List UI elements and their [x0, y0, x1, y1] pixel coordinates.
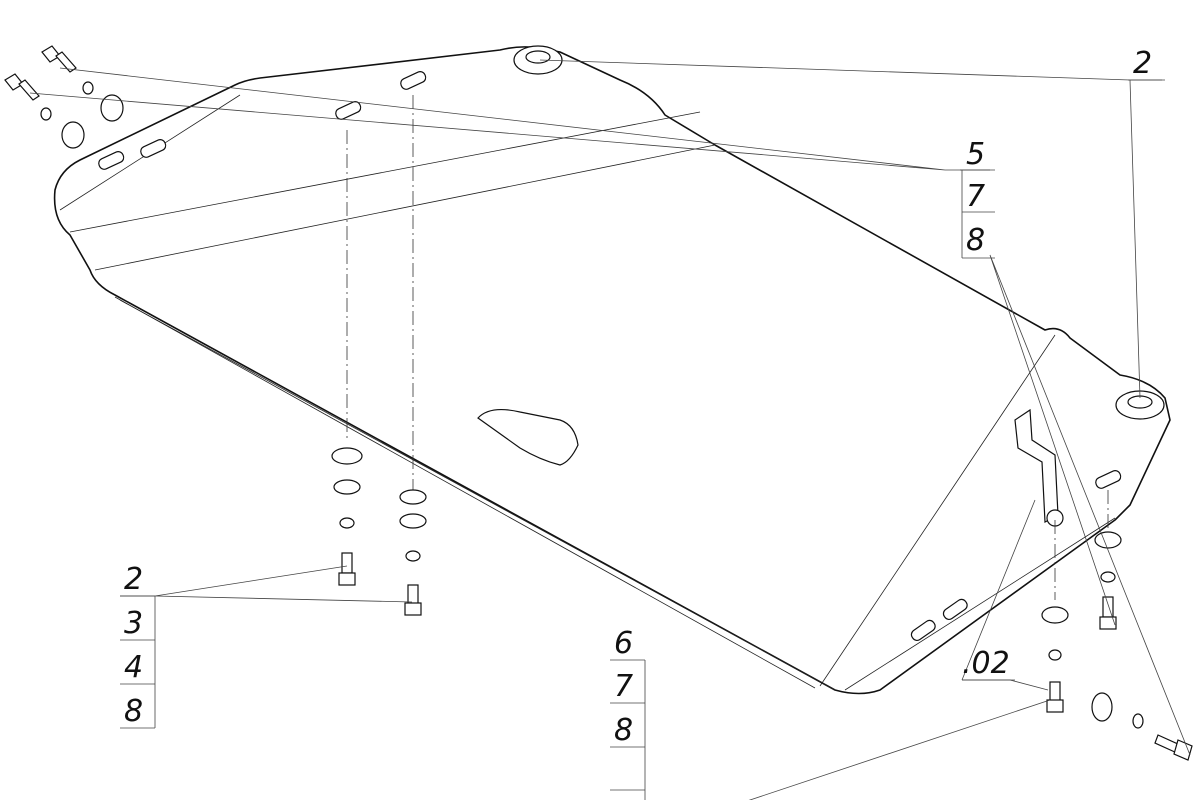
skid-plate — [53, 46, 1171, 695]
callout-top-right: 2 — [1128, 46, 1165, 81]
hex-bolt — [341, 552, 353, 574]
callout-number: 8 — [614, 713, 633, 748]
bend-line-bottom — [114, 296, 1116, 691]
slot-hole — [400, 71, 427, 90]
hex-bolt — [1046, 699, 1064, 713]
slot-hole — [98, 151, 125, 170]
callout-left-bottom: 2 3 4 8 — [120, 562, 156, 729]
flat-washer — [333, 479, 361, 495]
callout-center-bottom: 6 7 8 — [610, 626, 646, 800]
spring-washer — [40, 107, 52, 121]
leader-line — [748, 699, 1051, 800]
flat-washer — [399, 513, 427, 529]
access-opening — [477, 408, 579, 466]
slot-hole — [1095, 470, 1122, 489]
callout-middle-right: 5 7 8 — [945, 137, 995, 259]
slot-hole — [140, 139, 167, 158]
flat-washer — [331, 447, 363, 465]
callout-number: 7 — [966, 179, 985, 214]
front-edge-inner — [119, 299, 836, 691]
spring-washer — [1100, 571, 1116, 583]
slot-hole — [910, 619, 936, 642]
callout-number: 8 — [124, 694, 143, 729]
flat-washer — [61, 121, 85, 149]
hex-bolt — [41, 45, 77, 73]
hex-bolt — [338, 572, 356, 586]
callout-number: 2 — [124, 562, 143, 597]
hex-bolt — [1099, 616, 1117, 630]
leader-line — [120, 565, 413, 603]
callout-number: 5 — [966, 137, 985, 172]
callout-number: 2 — [1133, 46, 1152, 81]
mounting-boss — [525, 50, 551, 64]
hex-bolt — [1154, 734, 1193, 761]
flat-washer — [399, 489, 427, 505]
spring-washer — [1048, 649, 1062, 661]
callout-number: 3 — [124, 606, 143, 641]
hex-bolt — [1049, 681, 1061, 703]
callout-number: 7 — [614, 669, 633, 704]
flat-washer — [1094, 531, 1122, 549]
flat-washer — [100, 94, 124, 122]
hex-bolt — [4, 73, 40, 101]
slot-hole — [942, 598, 968, 621]
spring-washer — [82, 81, 94, 95]
hex-bolt — [404, 602, 422, 616]
callout-number: 8 — [966, 223, 985, 258]
flat-washer — [1041, 606, 1069, 624]
part-mark-label: .02 — [962, 646, 1010, 681]
slot-hole — [335, 101, 362, 120]
spring-washer — [1132, 713, 1144, 729]
spring-washer — [339, 517, 355, 529]
leader-line — [29, 59, 1162, 399]
callout-number: 6 — [614, 626, 633, 661]
flat-washer — [1091, 692, 1113, 722]
spring-washer — [405, 550, 421, 562]
callout-number: 4 — [124, 650, 143, 685]
part-mark: .02 — [962, 646, 1015, 681]
